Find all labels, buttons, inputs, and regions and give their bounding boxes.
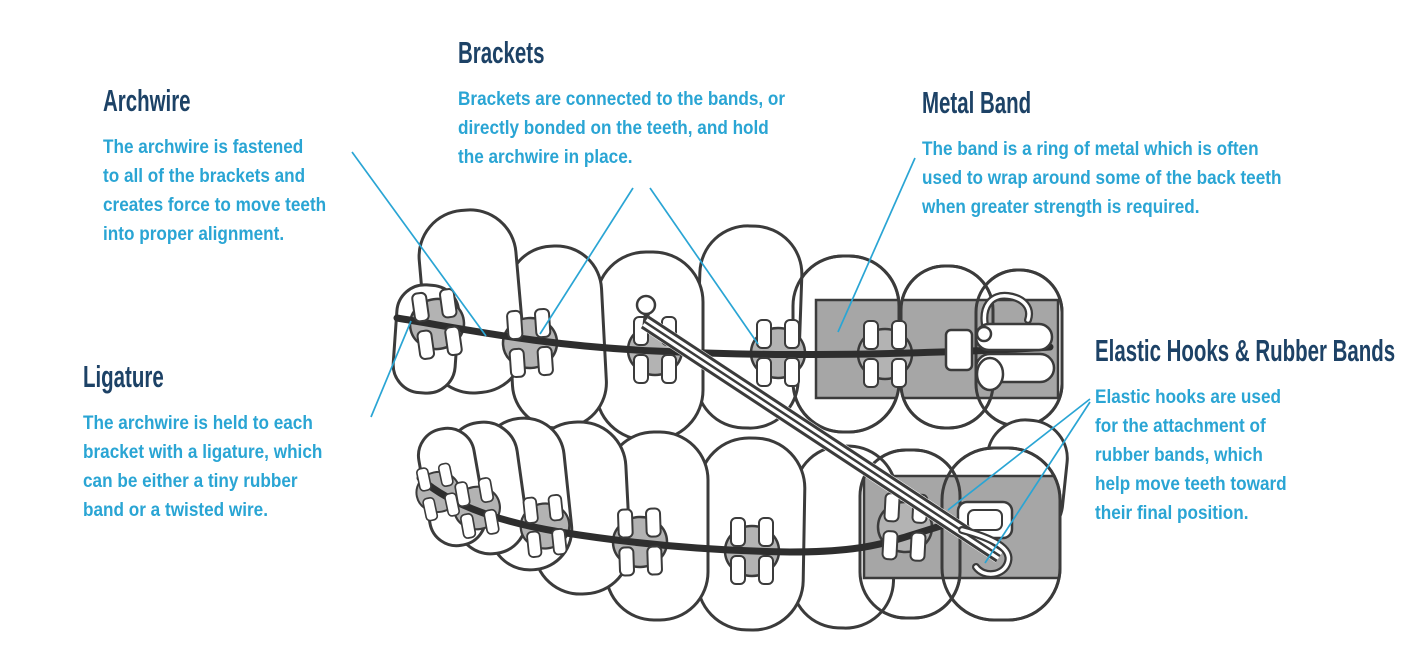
label-elastic-hooks: Elastic Hooks & Rubber Bands Elastic hoo… [1095, 334, 1423, 528]
elastic-hooks-heading: Elastic Hooks & Rubber Bands [1095, 333, 1396, 368]
ligature-heading: Ligature [83, 359, 164, 394]
label-archwire: Archwire The archwire is fastened to all… [103, 84, 357, 249]
leader-line-archwire [351, 151, 487, 337]
brackets-heading: Brackets [458, 35, 545, 70]
lower-archwire [416, 474, 964, 556]
brackets-body: Brackets are connected to the bands, or … [458, 88, 786, 168]
metal-band-body: The band is a ring of metal which is oft… [922, 138, 1282, 218]
leader-lines [351, 151, 1091, 564]
label-ligature: Ligature The archwire is held to each br… [83, 360, 355, 525]
label-metal-band: Metal Band The band is a ring of metal w… [922, 86, 1330, 222]
leader-line-brackets-1 [539, 187, 634, 335]
lower-elastic-hook [958, 526, 1013, 578]
elastic-rubber-band [640, 315, 1005, 563]
leader-line-elastic-1 [947, 398, 1091, 511]
label-brackets: Brackets Brackets are connected to the b… [458, 36, 830, 172]
archwire-body: The archwire is fastened to all of the b… [103, 136, 327, 245]
leader-line-elastic-2 [984, 401, 1091, 564]
leader-line-metal-band [837, 157, 916, 333]
buccal-tube [944, 291, 1056, 392]
metal-band-heading: Metal Band [922, 85, 1032, 120]
leader-line-brackets-2 [649, 187, 759, 345]
leader-line-ligature [370, 320, 412, 418]
ligature-body: The archwire is held to each bracket wit… [83, 412, 323, 521]
elastic-hooks-body: Elastic hooks are used for the attachmen… [1095, 386, 1287, 524]
archwire-heading: Archwire [103, 83, 191, 118]
